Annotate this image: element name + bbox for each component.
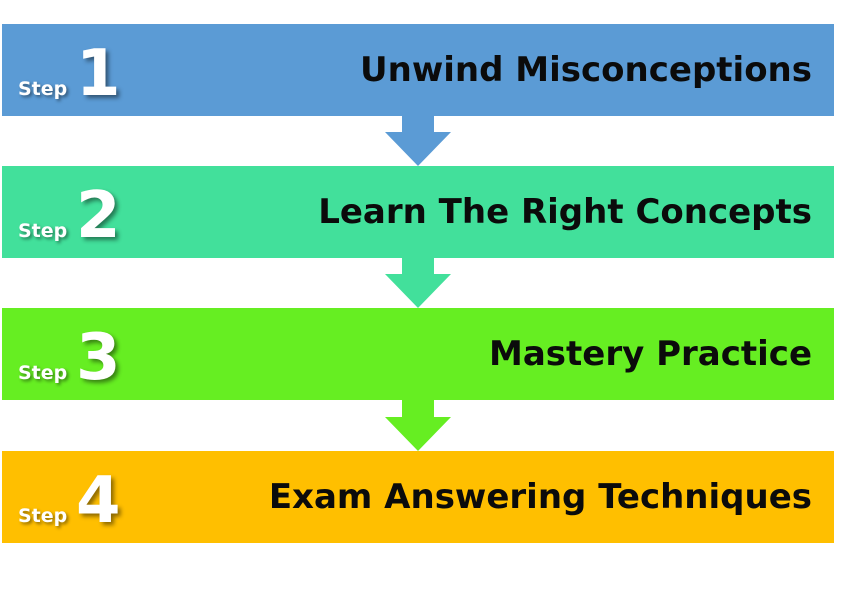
step-1-label: Step <box>18 78 68 100</box>
step-3-number: 3 <box>76 321 121 395</box>
step-3-band: Step 3 Mastery Practice <box>2 308 834 400</box>
step-4-band: Step 4 Exam Answering Techniques <box>2 451 834 543</box>
step-1-title: Unwind Misconceptions <box>360 50 812 90</box>
arrow-down-icon-1 <box>385 114 451 166</box>
step-2-band: Step 2 Learn The Right Concepts <box>2 166 834 258</box>
step-4-label: Step <box>18 505 68 527</box>
step-2-label: Step <box>18 220 68 242</box>
step-2-title: Learn The Right Concepts <box>318 192 812 232</box>
step-3-title: Mastery Practice <box>489 334 812 374</box>
arrow-down-icon-3 <box>385 399 451 451</box>
step-1-band: Step 1 Unwind Misconceptions <box>2 24 834 116</box>
step-4-number: 4 <box>76 464 121 538</box>
arrow-down-icon-2 <box>385 256 451 308</box>
step-3-label: Step <box>18 362 68 384</box>
step-4-title: Exam Answering Techniques <box>268 477 812 517</box>
step-1-number: 1 <box>76 37 121 111</box>
step-2-number: 2 <box>76 179 121 253</box>
